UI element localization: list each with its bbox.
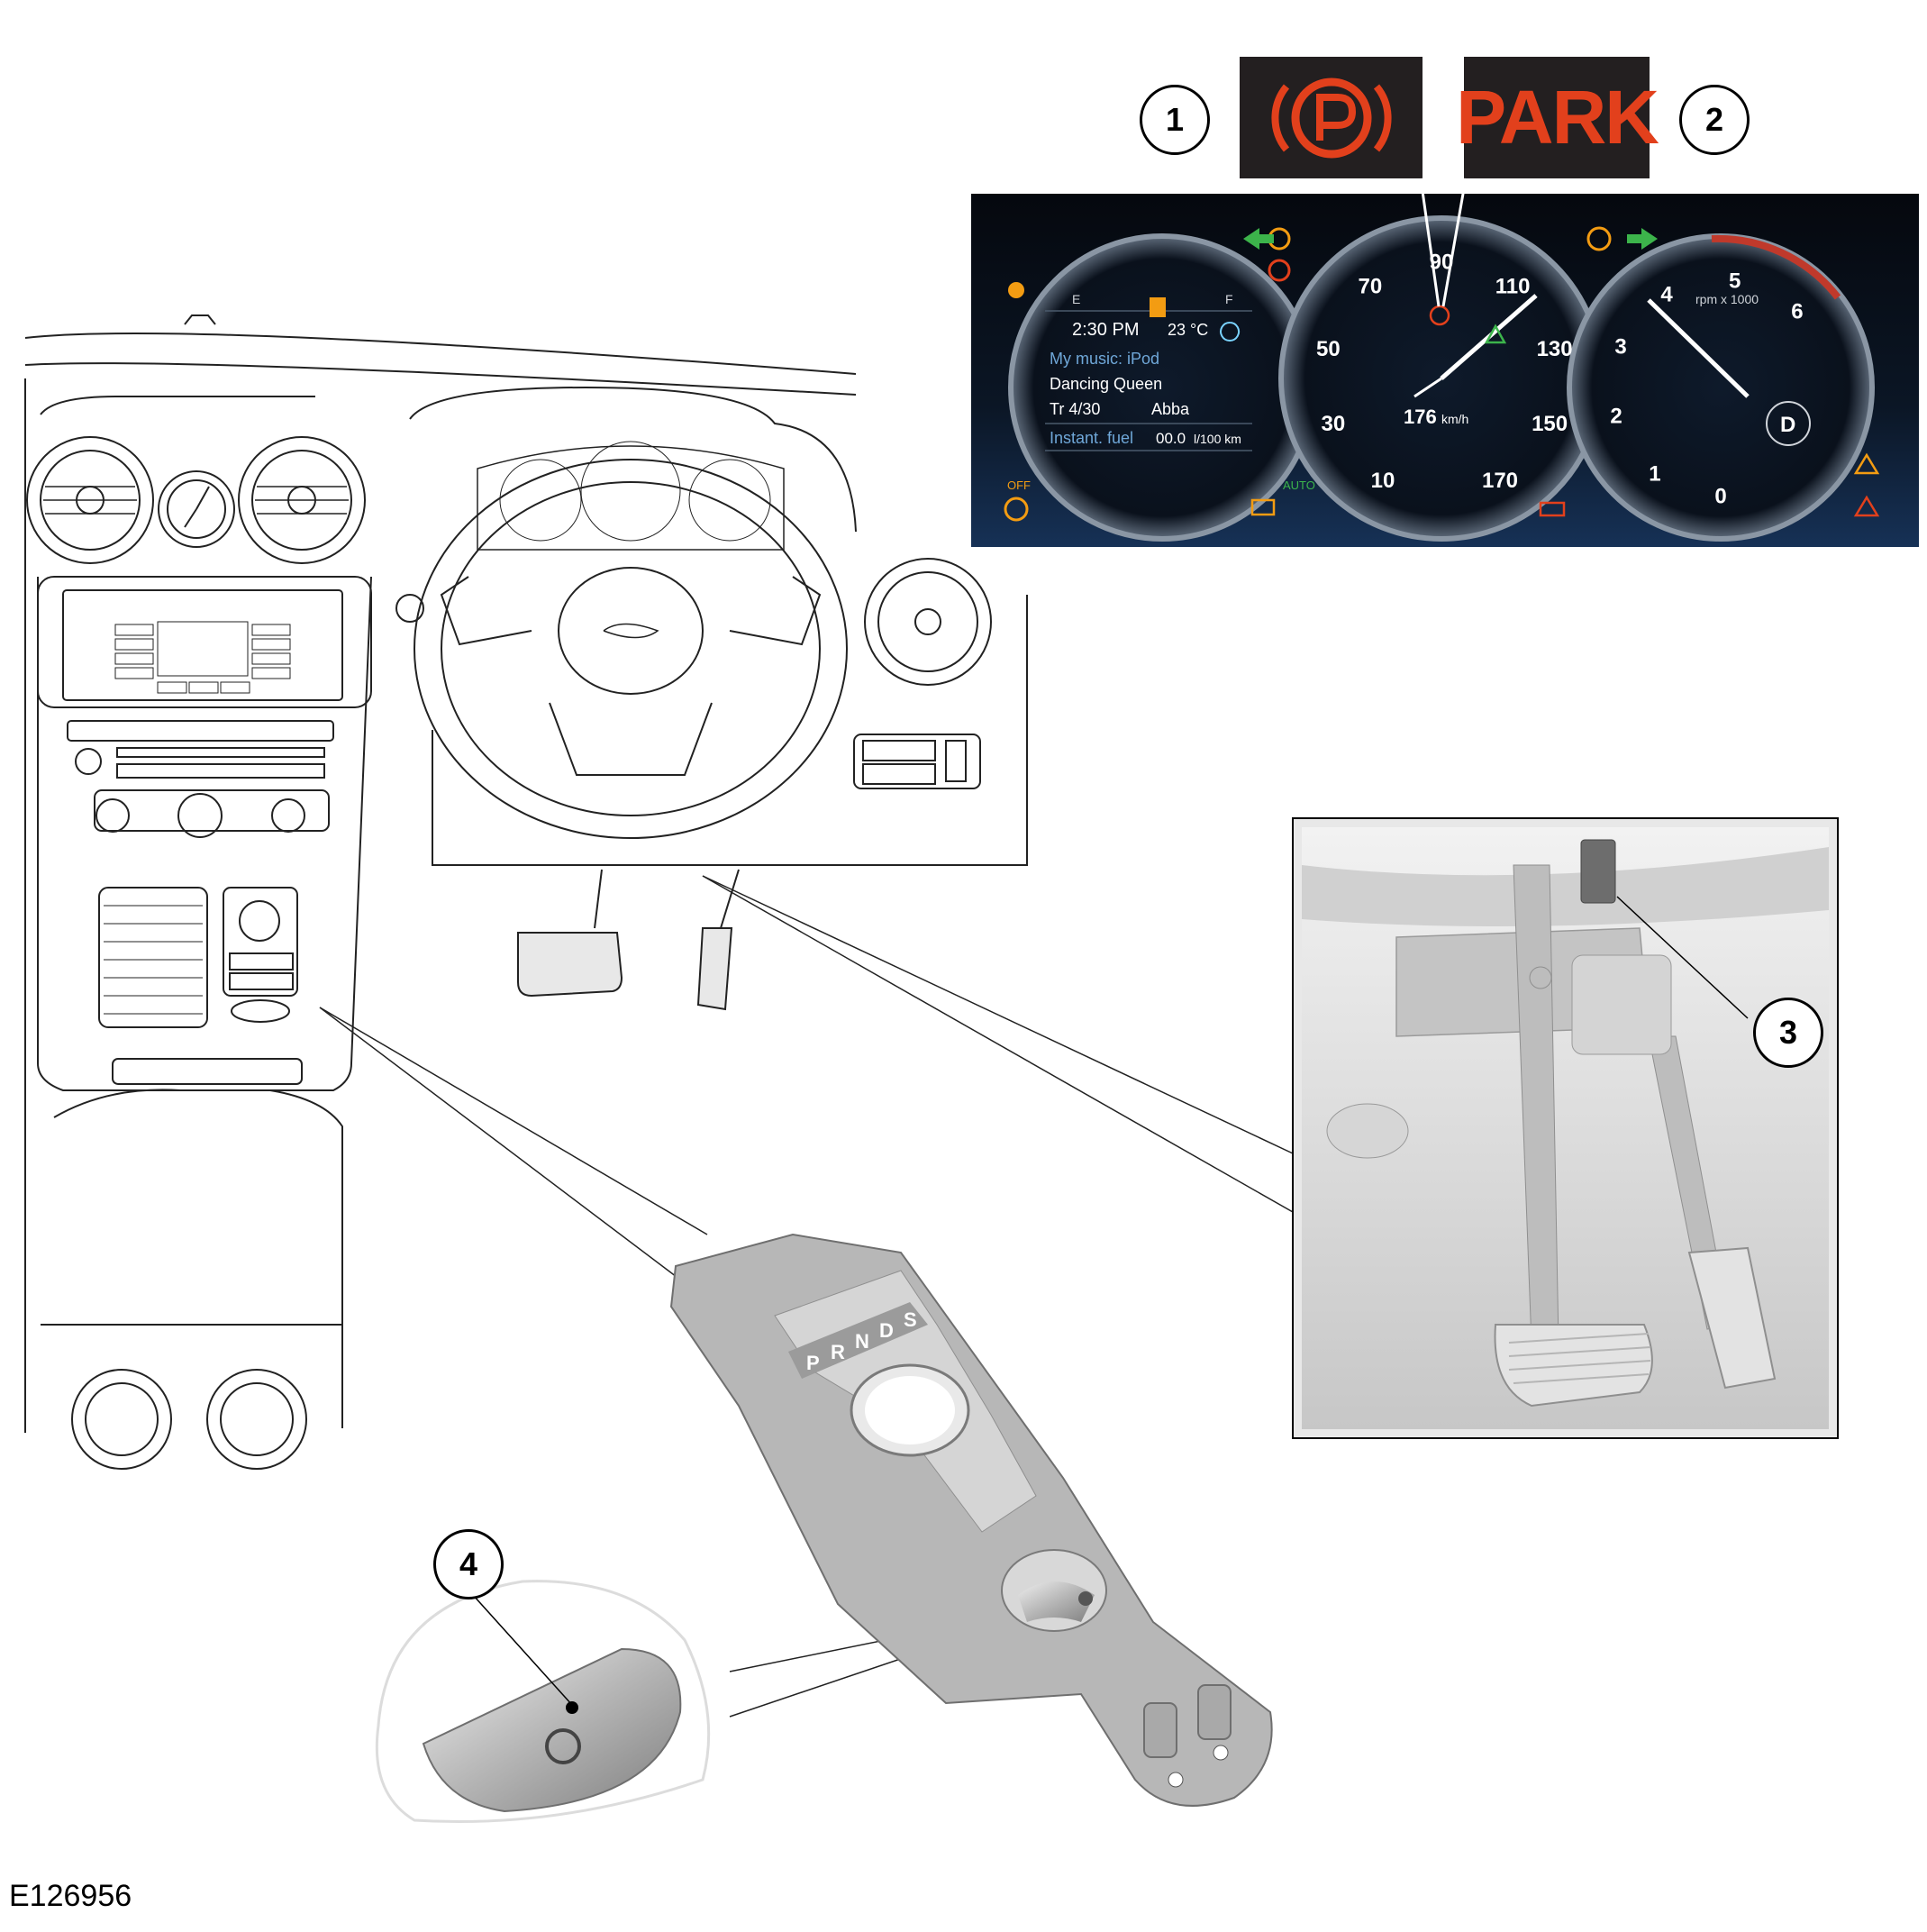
cluster-speed-unit: km/h <box>1441 412 1468 426</box>
callout-3-label: 3 <box>1778 1014 1798 1051</box>
gear-n: N <box>855 1330 869 1353</box>
rpm-tick-3: 3 <box>1614 335 1626 360</box>
fuel-pump-icon <box>1150 297 1166 317</box>
speed-tick-110: 110 <box>1495 274 1531 298</box>
cluster-artist: Abba <box>1151 400 1190 418</box>
gear-letters: P R N D S <box>806 1308 917 1374</box>
dashboard-drawing <box>24 314 1028 1470</box>
cluster-fuel-label: Instant. fuel <box>1050 429 1133 447</box>
rpm-tick-5: 5 <box>1729 269 1741 293</box>
park-brake-lamp-icon <box>1429 305 1450 326</box>
brake-circle-p-icon <box>1271 77 1391 158</box>
gear-r: R <box>831 1341 845 1363</box>
abs-icon <box>1586 226 1612 251</box>
park-text-warning-lamp: PARK <box>1456 57 1659 178</box>
amber-warning-icon <box>1853 452 1880 475</box>
rpm-tick-2: 2 <box>1610 405 1622 429</box>
instrument-cluster <box>971 194 1919 547</box>
airbag-icon <box>1008 282 1024 298</box>
callout-2: 2 <box>1679 85 1750 155</box>
figure-id: E126956 <box>9 1879 132 1913</box>
speed-tick-30: 30 <box>1322 412 1346 436</box>
cluster-fuel-e: E <box>1072 292 1080 306</box>
leader-line-4 <box>472 1594 573 1706</box>
left-indicator-icon <box>1243 228 1274 250</box>
cluster-track-num: Tr 4/30 <box>1050 400 1100 418</box>
cluster-fuel-value: 00.0 <box>1156 430 1186 447</box>
park-brake-warning-lamp <box>1240 57 1423 178</box>
speed-tick-170: 170 <box>1482 469 1518 493</box>
park-text: PARK <box>1456 75 1659 159</box>
callout-2-label: 2 <box>1704 101 1724 138</box>
cluster-track-title: Dancing Queen <box>1050 375 1162 393</box>
rpm-tick-6: 6 <box>1791 300 1803 324</box>
rpm-tick-1: 1 <box>1649 462 1660 487</box>
cluster-music-source: My music: iPod <box>1050 350 1159 368</box>
tyre-pressure-icon <box>1004 497 1029 522</box>
cluster-text: 2:30 PM 23 °C My music: iPod Dancing Que… <box>1007 292 1795 492</box>
cluster-temp: 23 °C <box>1168 321 1208 339</box>
gear-d: D <box>879 1319 894 1342</box>
callout-1: 1 <box>1140 85 1210 155</box>
rpm-tick-labels: 0 1 2 3 4 5 6 <box>1610 269 1803 508</box>
gear-p: P <box>806 1352 820 1374</box>
snowflake-icon <box>1220 322 1241 342</box>
cluster-auto-label: AUTO <box>1283 478 1315 492</box>
callout-4: 4 <box>433 1529 504 1599</box>
transmission-selector-module <box>669 1233 1273 1807</box>
stability-icon <box>1484 324 1507 344</box>
speed-tick-50: 50 <box>1316 337 1341 361</box>
speed-tick-130: 130 <box>1537 337 1573 361</box>
rpm-tick-0: 0 <box>1714 484 1726 508</box>
epb-switch-detail <box>375 1580 711 1824</box>
leader-line-3 <box>1616 896 1749 1019</box>
gear-s: S <box>904 1308 917 1331</box>
brake-fault-icon <box>1268 259 1291 282</box>
speed-tick-70: 70 <box>1359 274 1383 298</box>
engine-icon <box>1250 498 1276 516</box>
cluster-airbag-off: OFF <box>1007 478 1031 492</box>
cluster-fuel-f: F <box>1225 292 1233 306</box>
cluster-rpm-unit: rpm x 1000 <box>1695 292 1759 306</box>
callout-4-label: 4 <box>459 1545 478 1582</box>
cluster-time: 2:30 PM <box>1072 320 1139 340</box>
speed-tick-150: 150 <box>1532 412 1568 436</box>
battery-icon <box>1539 501 1566 517</box>
cluster-gear: D <box>1780 413 1795 437</box>
cluster-fuel-unit: l/100 km <box>1194 432 1241 446</box>
park-brake-switch-icon <box>545 1728 581 1764</box>
rpm-tick-4: 4 <box>1660 283 1673 307</box>
red-warning-icon <box>1853 495 1880 517</box>
cluster-speed-readout: 176 <box>1404 406 1437 428</box>
speed-tick-10: 10 <box>1371 469 1395 493</box>
callout-3: 3 <box>1753 998 1823 1068</box>
callout-1-label: 1 <box>1165 101 1185 138</box>
right-indicator-icon <box>1627 228 1658 250</box>
pedal-box-inset <box>1292 817 1839 1439</box>
